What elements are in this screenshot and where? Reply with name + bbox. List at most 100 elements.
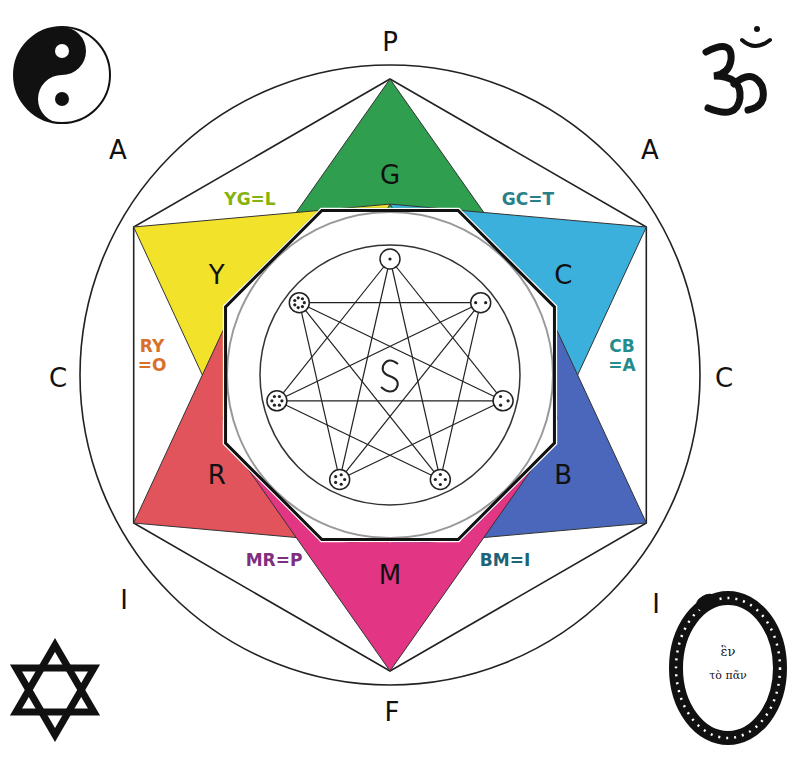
planet-dot [388, 257, 391, 260]
triangle-shape [131, 287, 392, 548]
planet-circle [430, 470, 450, 490]
planet-dot [506, 399, 509, 402]
pair-label: GC=T [502, 190, 554, 209]
yin-yang-dot [55, 92, 69, 106]
planet-dot [293, 299, 296, 302]
heptagram-line [299, 303, 440, 480]
planet-ring [380, 249, 400, 269]
inscription: ἓν [721, 645, 736, 659]
point-letter: M [379, 562, 401, 588]
planet-dot [297, 296, 300, 299]
heptagram-circle [260, 245, 520, 505]
planet-dot [301, 305, 304, 308]
heptagram-line [277, 401, 440, 480]
triangle-shape [239, 458, 540, 673]
triangle-shape [388, 287, 649, 548]
planet-ring [471, 293, 491, 313]
planet-dot [499, 395, 502, 398]
planet-dot [499, 404, 502, 407]
vertex-letter: F [385, 698, 400, 727]
planet-dot [484, 301, 487, 304]
triangle-fill [242, 460, 538, 671]
om-crescent [742, 40, 770, 46]
planet-dot [270, 399, 273, 402]
point-letter: R [208, 462, 226, 488]
triangle-shape [131, 202, 392, 463]
star-of-david [16, 645, 94, 735]
planet-dot [439, 483, 442, 486]
hexagram-point: B [388, 287, 649, 548]
triangle-fill [390, 290, 646, 546]
planet-ring [267, 391, 287, 411]
vertex-letter: I [120, 586, 128, 615]
hexagram-point: M [239, 458, 540, 673]
triangle-fill [390, 204, 646, 460]
triangle-fill [134, 290, 390, 546]
point-letter: Y [209, 262, 225, 288]
ouroboros-head [693, 590, 719, 613]
heptagram-line [390, 259, 503, 401]
heptagram-line [390, 259, 440, 480]
planet-dot [340, 483, 343, 486]
planet-dot [334, 475, 337, 478]
planet-dot [293, 303, 296, 306]
planet-dot [439, 473, 442, 476]
om-symbol [706, 26, 770, 112]
planet-circle [330, 470, 350, 490]
vertex-letter: I [652, 590, 660, 619]
planet-circle [267, 391, 287, 411]
planet-dot [278, 395, 281, 398]
ouroboros-scales [676, 598, 780, 738]
planet-dot [280, 399, 283, 402]
pair-label: CB =A [604, 337, 640, 374]
inner-figure [226, 211, 555, 540]
hexagram-point: Y [131, 202, 392, 463]
vertex-letter: C [49, 364, 67, 393]
outer-circle [80, 65, 700, 685]
pair-label: RY =O [134, 337, 170, 374]
planet-ring [493, 391, 513, 411]
point-letter: C [554, 262, 572, 288]
planet-ring [330, 470, 350, 490]
planet-dot [273, 395, 276, 398]
heptagram-line [340, 259, 390, 480]
planet-dot [297, 306, 300, 309]
vertex-letter: P [382, 28, 398, 57]
hexagram-point: C [388, 202, 649, 463]
pair-label: BM=I [480, 551, 530, 570]
ouroboros-body [676, 598, 780, 738]
heptagram-line [340, 303, 481, 480]
heptagram-line [277, 303, 481, 401]
inner-circle [227, 212, 553, 538]
om-dot [754, 26, 760, 32]
planet-dot [340, 473, 343, 476]
planet-dot [474, 301, 477, 304]
om-stroke [734, 76, 763, 110]
heptagram-line [440, 303, 480, 480]
heptagram-line [299, 303, 503, 401]
planet-circle [471, 293, 491, 313]
pair-label: MR=P [246, 551, 303, 570]
yin-yang-disc [14, 27, 110, 123]
star-triangle [16, 645, 94, 712]
vertex-letter: A [109, 136, 127, 165]
vertex-letter: A [641, 136, 659, 165]
planet-circle [289, 293, 309, 313]
point-letter: B [554, 462, 572, 488]
triangle-shape [388, 202, 649, 463]
star-triangle [16, 668, 94, 735]
planet-dot [303, 301, 306, 304]
planet-dot [444, 478, 447, 481]
triangle-fill [242, 79, 538, 290]
yin-yang-half [38, 27, 110, 123]
planet-dot [334, 481, 337, 484]
planet-dot [301, 297, 304, 300]
planet-ring [430, 470, 450, 490]
planet-ring [289, 293, 309, 313]
triangle-fill [134, 204, 390, 460]
hexagram-point: R [131, 287, 392, 548]
